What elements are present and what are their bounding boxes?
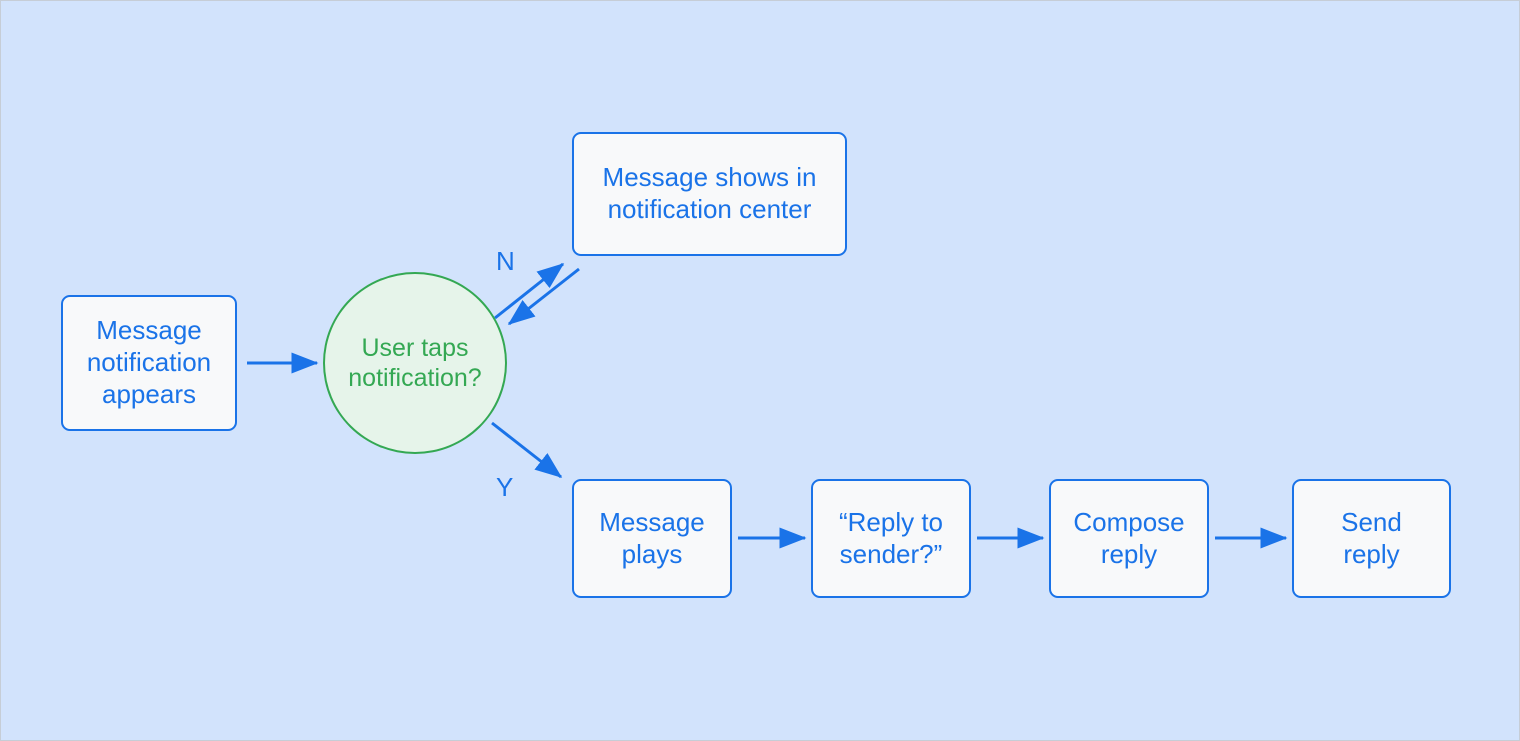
node-message-notification-appears[interactable]: Message notification appears	[61, 295, 237, 431]
edge-decision-to-plays	[491, 421, 563, 479]
node-send-reply[interactable]: Send reply	[1292, 479, 1451, 598]
node-reply-to-sender[interactable]: “Reply to sender?”	[811, 479, 971, 598]
edge-label-no: N	[496, 246, 515, 276]
edge-center-to-decision	[507, 267, 580, 326]
edge-label-yes: Y	[496, 472, 514, 502]
node-message-shows-in-notification-center[interactable]: Message shows in notification center	[572, 132, 847, 256]
node-user-taps-notification-decision[interactable]: User taps notification?	[323, 272, 507, 454]
node-compose-reply[interactable]: Compose reply	[1049, 479, 1209, 598]
node-message-plays[interactable]: Message plays	[572, 479, 732, 598]
